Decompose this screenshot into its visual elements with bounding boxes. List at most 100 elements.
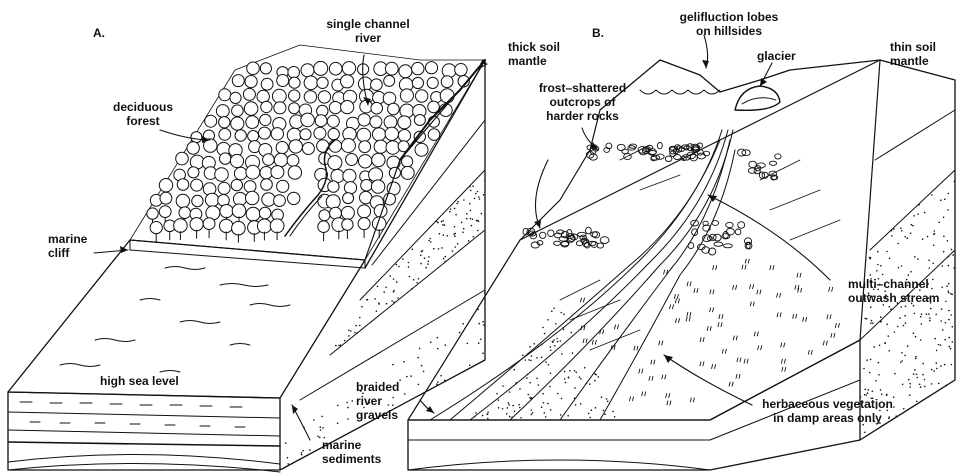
stipple-dot <box>588 413 590 415</box>
stipple-dot <box>393 290 395 292</box>
tree-crown <box>205 115 217 127</box>
label-frost-shattered-outcrops: frost–shattered outcrops of harder rocks <box>515 81 650 123</box>
stipple-dot <box>470 218 472 220</box>
stipple-dot <box>466 218 468 220</box>
stipple-dot <box>557 393 559 395</box>
stipple-dot <box>359 317 361 319</box>
stipple-dot <box>901 360 903 362</box>
stipple-dot <box>884 343 886 345</box>
grass-tick <box>736 374 740 378</box>
stipple-dot <box>445 344 447 346</box>
boulder <box>591 241 598 247</box>
stipple-dot <box>591 409 593 411</box>
stipple-dot <box>876 270 878 272</box>
label-line: harder rocks <box>515 109 650 123</box>
stipple-dot <box>924 379 926 381</box>
stipple-dot <box>948 310 950 312</box>
label-gelifluction-lobes: gelifluction lobes on hillsides <box>654 10 804 38</box>
stipple-dot <box>900 228 902 230</box>
tree-crown <box>398 116 411 129</box>
stipple-dot <box>463 228 465 230</box>
stipple-dot <box>907 345 909 347</box>
stipple-dot <box>322 427 324 429</box>
tree-crown <box>386 141 400 155</box>
label-marine-cliff: marine cliff <box>48 232 87 260</box>
stipple-dot <box>477 220 479 222</box>
stipple-dot <box>430 241 432 243</box>
stipple-dot <box>383 291 385 293</box>
tree-crown <box>358 218 370 230</box>
stipple-dot <box>413 279 415 281</box>
stipple-dot <box>285 442 287 444</box>
tree-crown <box>261 78 273 90</box>
tree-crown <box>160 192 172 204</box>
boulder <box>554 241 561 245</box>
tree-crown <box>261 179 273 191</box>
stipple-dot <box>947 209 949 211</box>
stipple-dot <box>915 356 917 358</box>
boulder <box>735 229 741 235</box>
tree-crown <box>358 205 371 218</box>
grass-tick <box>666 394 670 398</box>
stipple-dot <box>531 355 533 357</box>
tree-crown <box>248 131 259 142</box>
stipple-dot <box>938 222 940 224</box>
stipple-dot <box>542 327 544 329</box>
stipple-dot <box>438 248 440 250</box>
tree-crown <box>428 101 440 113</box>
stipple-dot <box>317 436 319 438</box>
stipple-dot <box>463 199 465 201</box>
stipple-dot <box>914 313 916 315</box>
stipple-dot <box>541 357 543 359</box>
stipple-dot <box>595 407 597 409</box>
stipple-dot <box>556 338 558 340</box>
grass-tick <box>798 288 802 292</box>
stipple-dot <box>916 374 918 376</box>
stipple-dot <box>881 394 883 396</box>
stipple-dot <box>947 290 949 292</box>
tree-crown <box>343 169 356 182</box>
stipple-dot <box>531 397 533 399</box>
stipple-dot <box>897 243 899 245</box>
tree-crown <box>177 179 189 191</box>
tree-crown <box>188 167 199 178</box>
stipple-dot <box>594 373 596 375</box>
stipple-dot <box>567 415 569 417</box>
stipple-dot <box>355 325 357 327</box>
tree-crown <box>412 62 424 74</box>
stipple-dot <box>563 313 565 315</box>
boulder <box>712 221 719 226</box>
boulder <box>709 234 716 240</box>
stipple-dot <box>866 394 868 396</box>
stipple-dot <box>915 358 917 360</box>
stipple-dot <box>886 324 888 326</box>
stipple-dot <box>886 251 888 253</box>
label-line: thick soil <box>508 40 560 54</box>
stipple-dot <box>287 463 289 465</box>
stipple-dot <box>528 394 530 396</box>
stipple-dot <box>907 237 909 239</box>
stipple-dot <box>433 248 435 250</box>
stipple-dot <box>437 348 439 350</box>
stipple-dot <box>912 225 914 227</box>
label-line: on hillsides <box>654 24 804 38</box>
stipple-dot <box>393 301 395 303</box>
tree-crown <box>415 143 428 156</box>
stipple-dot <box>366 299 368 301</box>
stipple-dot <box>470 210 472 212</box>
stipple-dot <box>880 316 882 318</box>
label-line: marine <box>322 438 381 452</box>
grass-tick <box>690 398 694 402</box>
stipple-dot <box>544 412 546 414</box>
tree-crown <box>232 204 246 218</box>
stipple-dot <box>515 382 517 384</box>
stipple-dot <box>530 360 532 362</box>
stipple-dot <box>575 404 577 406</box>
grass-tick <box>719 315 723 319</box>
stipple-dot <box>454 226 456 228</box>
stipple-dot <box>356 332 358 334</box>
stipple-dot <box>950 293 952 295</box>
stipple-dot <box>948 319 950 321</box>
stipple-dot <box>551 310 553 312</box>
tree-crown <box>370 116 382 128</box>
